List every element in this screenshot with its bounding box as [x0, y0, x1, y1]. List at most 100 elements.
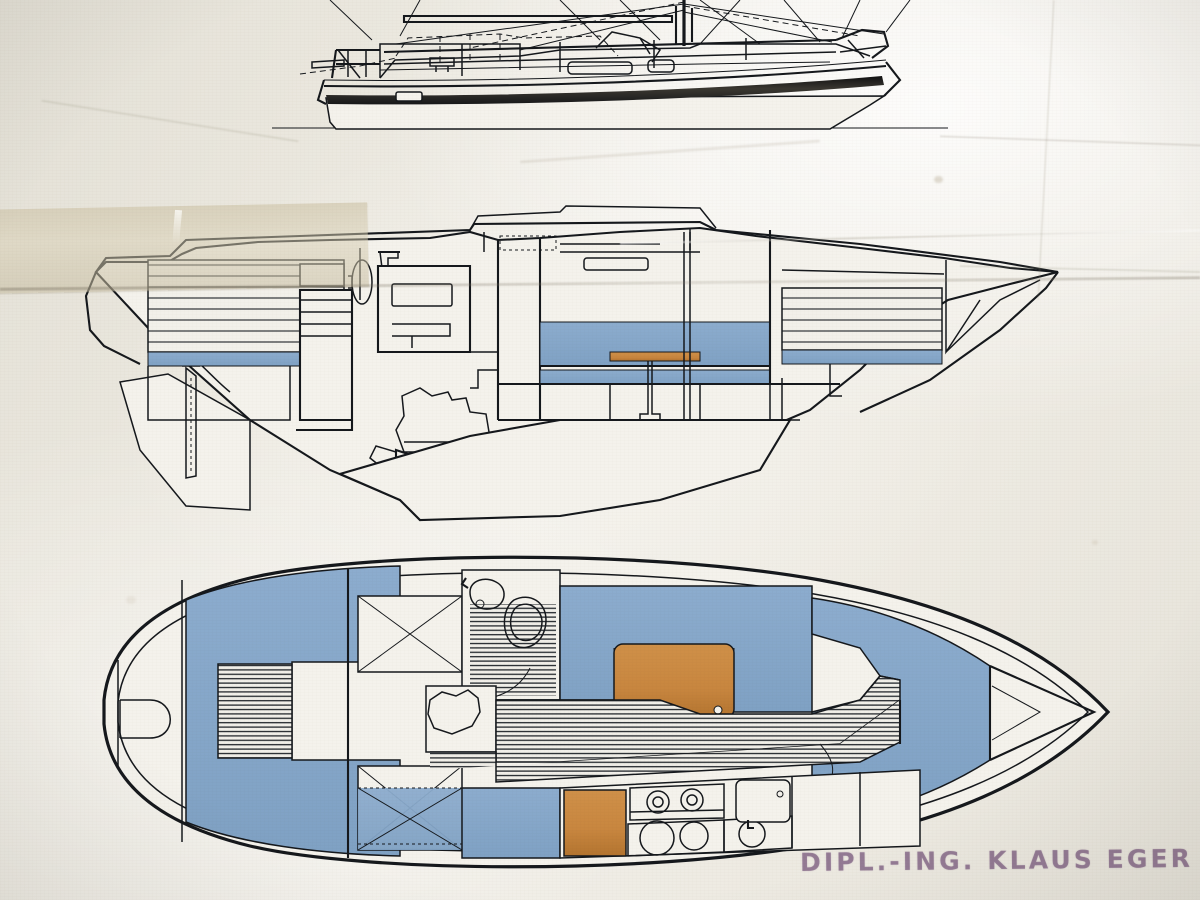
view-exterior-profile [272, 0, 948, 129]
rigging-dashed [470, 2, 860, 48]
stern-platform [312, 60, 344, 68]
stove-burner-left [647, 791, 669, 813]
nav-seat-shape [428, 690, 480, 734]
v-berth-plan-outline [186, 566, 400, 856]
backstay-lines [330, 0, 420, 40]
hatch-slide [640, 38, 660, 62]
sheer-line [324, 66, 886, 86]
head-toilet [504, 597, 546, 647]
v-berth-hatching [782, 288, 942, 350]
head-sink-drain [476, 600, 484, 608]
table-latch [714, 706, 722, 714]
saloon-cushion-lower [540, 370, 770, 384]
boom [404, 16, 672, 22]
cabin-trunk [380, 44, 870, 78]
bow-stem [884, 62, 900, 96]
bow-pulpit-brace [848, 40, 864, 58]
v-berth-shelf [782, 270, 944, 274]
cutaway-window-1 [584, 258, 648, 270]
saloon-settee-stbd [462, 788, 560, 858]
rudder-blade [120, 374, 250, 510]
dodger-aft-line [300, 58, 396, 74]
berth-edge-dashed [358, 788, 462, 844]
toilet-seat [511, 604, 542, 640]
paper-stain-2 [1092, 540, 1098, 545]
forward-bulkhead-foot [830, 360, 842, 396]
cabin-window-1 [568, 62, 632, 74]
head-faucet [462, 578, 468, 588]
sink-drain [777, 791, 783, 797]
stem-inner [860, 272, 1058, 412]
stove-rail [630, 810, 724, 812]
dodger-ribs [440, 34, 500, 64]
aft-berth-cushion [148, 352, 344, 366]
galley-worktop-tan [564, 790, 626, 856]
paper-stain-3 [126, 596, 136, 604]
deck-box [430, 58, 454, 66]
designer-stamp: DIPL.-ING. KLAUS EGER [799, 843, 1194, 878]
galley-circle-2 [680, 822, 708, 850]
rubrail [324, 60, 886, 80]
lifeline-upper [384, 40, 836, 52]
cabin-sole-hatch-lower [430, 700, 900, 782]
paper-stain-1 [934, 176, 943, 183]
transom [318, 80, 326, 104]
fin-keel [340, 420, 790, 520]
step-edge [860, 676, 900, 700]
v-berth-infill-hatch [218, 664, 292, 758]
head-sole [782, 378, 800, 420]
stove-burner-left-inner [653, 797, 663, 807]
cockpit-locker [300, 290, 352, 420]
saloon-table-top [610, 352, 700, 361]
lifeline-lower [384, 52, 836, 64]
stove [630, 784, 724, 820]
bilge-dividers [540, 384, 770, 420]
galley-locker-door [392, 284, 452, 306]
companionway-steps [470, 352, 498, 388]
stern-rail-diag [338, 50, 360, 78]
cockpit-locker-shelves [300, 300, 352, 336]
galley-worktop-outline [564, 790, 626, 856]
view-accommodation-plan [104, 557, 1108, 867]
forepeak-line [946, 280, 1040, 352]
cabin-sole-hatch-upper [496, 676, 900, 762]
cabin-side-line [380, 62, 830, 70]
v-berth-plan-cushion [186, 566, 400, 856]
locker-stbd-x-over [358, 788, 462, 850]
boot-top-stripe [326, 76, 884, 105]
shrouds [560, 0, 760, 44]
coachroof [470, 206, 716, 230]
forestay-lines [784, 0, 910, 42]
bow-pulpit-lower [840, 46, 886, 52]
v-berth-infill-outline [218, 664, 292, 758]
mast-compression-post [684, 232, 690, 420]
stern-rail-aft-post [332, 50, 336, 78]
galley-sink [736, 780, 790, 822]
aft-cabin-void [148, 366, 290, 420]
galley-counter [392, 324, 450, 336]
sink-faucet [748, 820, 754, 828]
standing-rigging [396, 4, 884, 50]
rudder-stock [186, 368, 196, 478]
cabin-window-2 [648, 60, 674, 72]
bow-locker-walls [104, 660, 118, 766]
lazarette-inner-v [992, 686, 1040, 740]
dodger-outline [396, 34, 618, 56]
hanging-locker-fwd-x [358, 596, 462, 672]
saloon-table-outline [610, 352, 700, 361]
coachroof-hatch-dashed [500, 236, 556, 250]
view-interior-cutaway [86, 206, 1058, 520]
head-sole-hatch [470, 604, 556, 696]
v-berth-cushion-outline [782, 350, 942, 364]
galley-circle-1 [640, 821, 674, 855]
lazarette-outer-v [990, 666, 1094, 760]
stove-burner-right-inner [687, 795, 697, 805]
adhesive-tape-strip [0, 202, 369, 294]
companionway-hatch [596, 32, 650, 54]
anchor-fitting [120, 700, 170, 738]
hull-port [396, 92, 422, 101]
cockpit-sole [296, 420, 352, 430]
bow-pulpit [836, 30, 888, 58]
